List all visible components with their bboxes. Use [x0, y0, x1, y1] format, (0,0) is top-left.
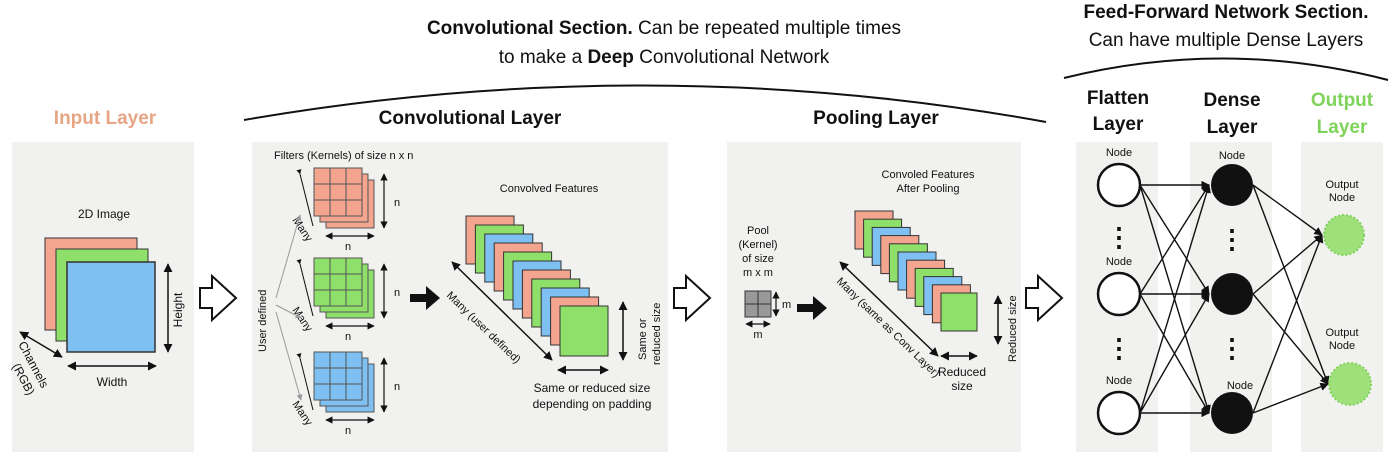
flatten-layer-title-1: Flatten	[1087, 88, 1149, 109]
dense-layer-title-2: Layer	[1207, 117, 1258, 138]
dense-node-3	[1211, 392, 1253, 434]
edge-dense-output	[1252, 234, 1323, 295]
pool-kernel	[744, 290, 772, 318]
image-channel-blue	[66, 261, 156, 353]
dense-dots-1: ⋮	[1219, 224, 1245, 254]
edge-dense-output	[1252, 382, 1329, 414]
user-defined-arrow-mid	[275, 304, 302, 319]
flatten-dots-1: ⋮	[1106, 222, 1132, 252]
pool-label-3: of size	[742, 253, 774, 265]
flatten-layer-title-2: Layer	[1093, 114, 1144, 135]
reduced-size-2: size	[951, 379, 973, 393]
pool-arrow	[797, 296, 827, 320]
pool-label-2: (Kernel)	[738, 239, 777, 251]
input-layer-title: Input Layer	[54, 108, 157, 129]
filter-n-h: n	[345, 425, 351, 437]
edge-flatten-dense	[1139, 184, 1210, 295]
filter-n-v: n	[394, 287, 400, 299]
output-node-label-2a: Output	[1325, 327, 1358, 339]
flatten-node-label-3: Node	[1106, 375, 1132, 387]
conv-section-bracket	[243, 84, 1047, 123]
filter-n-h: n	[345, 331, 351, 343]
flatten-node-label-2: Node	[1106, 256, 1132, 268]
reduced-size-1: Reduced	[938, 365, 986, 379]
flatten-node-label-1: Node	[1106, 147, 1132, 159]
ff-section-bracket	[1063, 57, 1389, 81]
edge-flatten-dense	[1139, 293, 1210, 414]
ff-connections	[1139, 180, 1330, 418]
many-same-arrow	[839, 261, 939, 357]
dense-node-label-3: Node	[1227, 380, 1253, 392]
user-defined-arrow-up	[275, 214, 302, 299]
same-or-reduced-v2: reduced size	[651, 303, 663, 365]
conv-section-header: Convolutional Section. Can be repeated m…	[427, 18, 901, 39]
pool-label-1: Pool	[747, 225, 769, 237]
pool-label-4: m x m	[743, 267, 773, 279]
output-layer-title-1: Output	[1311, 90, 1374, 111]
reduced-size-v: Reduced size	[1007, 295, 1019, 362]
edge-dense-output	[1252, 293, 1329, 385]
flow-arrow-2	[673, 273, 712, 323]
same-or-reduced-bottom2: depending on padding	[533, 397, 652, 411]
pooling-layer-title: Pooling Layer	[813, 108, 939, 129]
pool-m-h: m	[753, 329, 762, 341]
filter-n-h: n	[345, 241, 351, 253]
output-node-label-1b: Node	[1329, 192, 1355, 204]
flow-arrow-1	[199, 273, 238, 323]
channels-arrow	[19, 331, 63, 358]
filter-n-v: n	[394, 197, 400, 209]
conv-section-header-line2: to make a Deep Convolutional Network	[499, 47, 830, 68]
flow-arrow-3	[1025, 273, 1064, 323]
flatten-node-1	[1096, 162, 1142, 208]
filters-label: Filters (Kernels) of size n x n	[274, 150, 413, 162]
edge-dense-output	[1252, 184, 1330, 385]
output-node-1	[1323, 214, 1365, 256]
ff-section-header: Feed-Forward Network Section.	[1083, 2, 1368, 23]
filter-n-v: n	[394, 381, 400, 393]
pool-m-v: m	[782, 299, 791, 311]
edge-flatten-dense	[1139, 184, 1211, 414]
dense-node-1	[1211, 164, 1253, 206]
dense-node-label-1: Node	[1219, 150, 1245, 162]
flatten-node-3	[1096, 390, 1142, 436]
output-layer-title-2: Layer	[1317, 117, 1368, 138]
many-user-defined-arrow	[451, 261, 553, 361]
output-node-2	[1328, 362, 1372, 406]
output-node-label-1a: Output	[1325, 179, 1358, 191]
pooled-features-label-1: Convoled Features	[882, 169, 975, 181]
dense-layer-title-1: Dense	[1203, 90, 1260, 111]
edge-dense-output	[1252, 234, 1324, 414]
image-label: 2D Image	[78, 207, 130, 221]
flatten-dots-2: ⋮	[1106, 333, 1132, 363]
output-node-label-2b: Node	[1329, 340, 1355, 352]
flatten-node-2	[1096, 271, 1142, 317]
user-defined-arrow-down	[275, 311, 303, 401]
dense-node-2	[1211, 273, 1253, 315]
same-or-reduced-bottom1: Same or reduced size	[534, 381, 651, 395]
feature-map	[940, 292, 978, 332]
ff-section-header-line2: Can have multiple Dense Layers	[1089, 30, 1364, 51]
height-label: Height	[171, 292, 185, 327]
same-or-reduced-v1: Same or	[637, 318, 649, 360]
convolved-features-label: Convolved Features	[500, 183, 599, 195]
conv-arrow	[410, 286, 440, 310]
conv-layer-title: Convolutional Layer	[379, 108, 562, 129]
pooled-features-label-2: After Pooling	[897, 183, 960, 195]
user-defined-label: User defined	[257, 290, 269, 352]
edge-dense-output	[1252, 184, 1323, 236]
feature-map	[559, 305, 609, 357]
width-label: Width	[97, 375, 128, 389]
dense-dots-2: ⋮	[1219, 333, 1245, 363]
